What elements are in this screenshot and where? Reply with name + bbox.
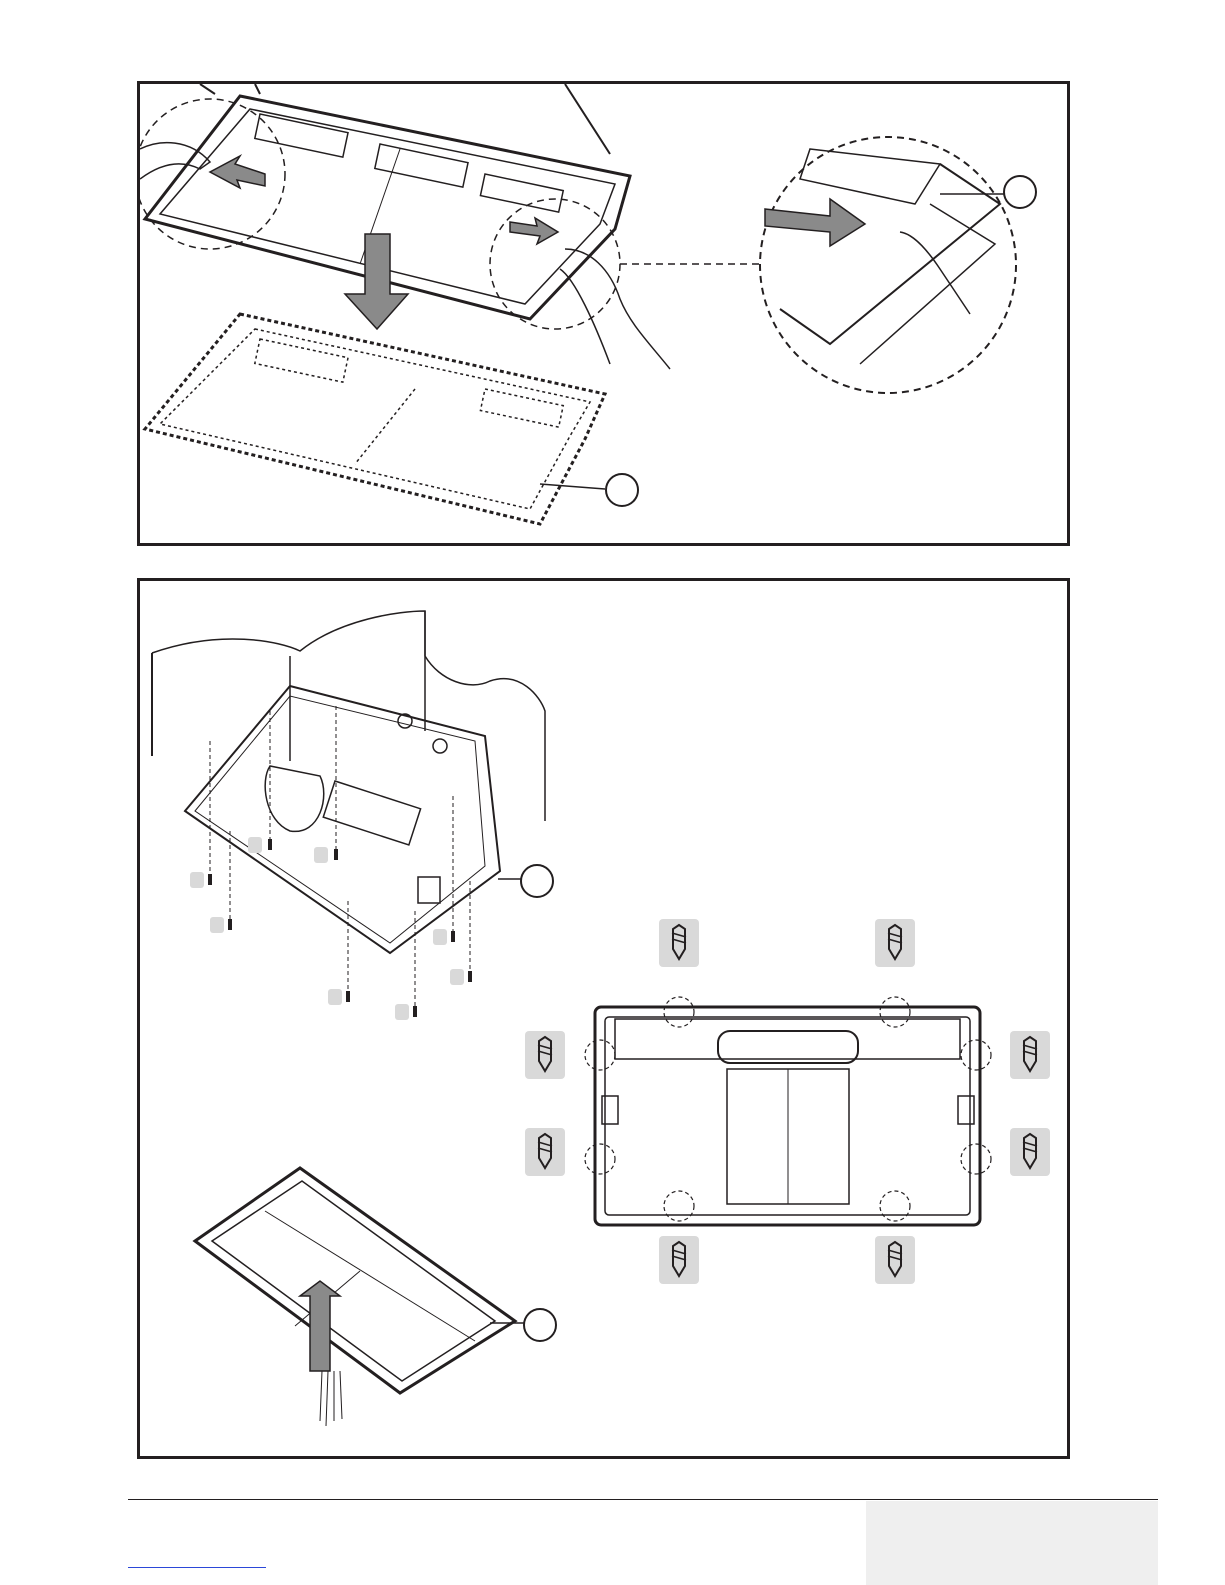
callout-circle-lower — [606, 474, 638, 506]
screw-icon — [208, 874, 212, 885]
screw-icon — [1010, 1031, 1050, 1079]
footer-page-box — [866, 1501, 1158, 1585]
hand-icon — [900, 232, 970, 314]
screw-icon — [334, 849, 338, 860]
lowered-panel-outline — [145, 314, 605, 524]
callout-circle-hood — [521, 865, 553, 897]
screw-icon — [468, 971, 472, 982]
up-arrow-icon — [300, 1281, 340, 1371]
callout-circle-filter — [524, 1309, 556, 1341]
footer-link[interactable] — [128, 1553, 266, 1568]
zoom-detail-circle — [760, 137, 1016, 393]
blower — [265, 766, 324, 831]
push-arrow-icon — [765, 199, 865, 246]
top-illustration-panel — [137, 81, 1070, 546]
latch-removal-illustration — [140, 84, 1067, 543]
screw-icon — [875, 1236, 915, 1284]
detail-circle-right — [490, 199, 620, 329]
screw-icon — [525, 1128, 565, 1176]
screw-icon — [659, 919, 699, 967]
screw-icon — [451, 931, 455, 942]
bottom-illustration-panel — [137, 578, 1070, 1459]
screw-removal-illustration — [140, 581, 1067, 1456]
footer-rule — [128, 1499, 1158, 1500]
screw-icon — [525, 1031, 565, 1079]
lamp-unit — [323, 781, 420, 845]
screw-icon — [1010, 1128, 1050, 1176]
push-arrow-icon — [510, 218, 558, 244]
screw-icon — [413, 1006, 417, 1017]
filter-panel — [195, 1168, 515, 1393]
screw-icon — [659, 1236, 699, 1284]
screw-icon — [228, 919, 232, 930]
callout-circle-zoom — [1004, 176, 1036, 208]
screw-icon — [268, 839, 272, 850]
screw-icon — [875, 919, 915, 967]
wall-cabinet — [152, 611, 545, 821]
down-arrow-icon — [345, 234, 408, 329]
push-arrow-icon — [210, 156, 265, 188]
screw-icon — [346, 991, 350, 1002]
